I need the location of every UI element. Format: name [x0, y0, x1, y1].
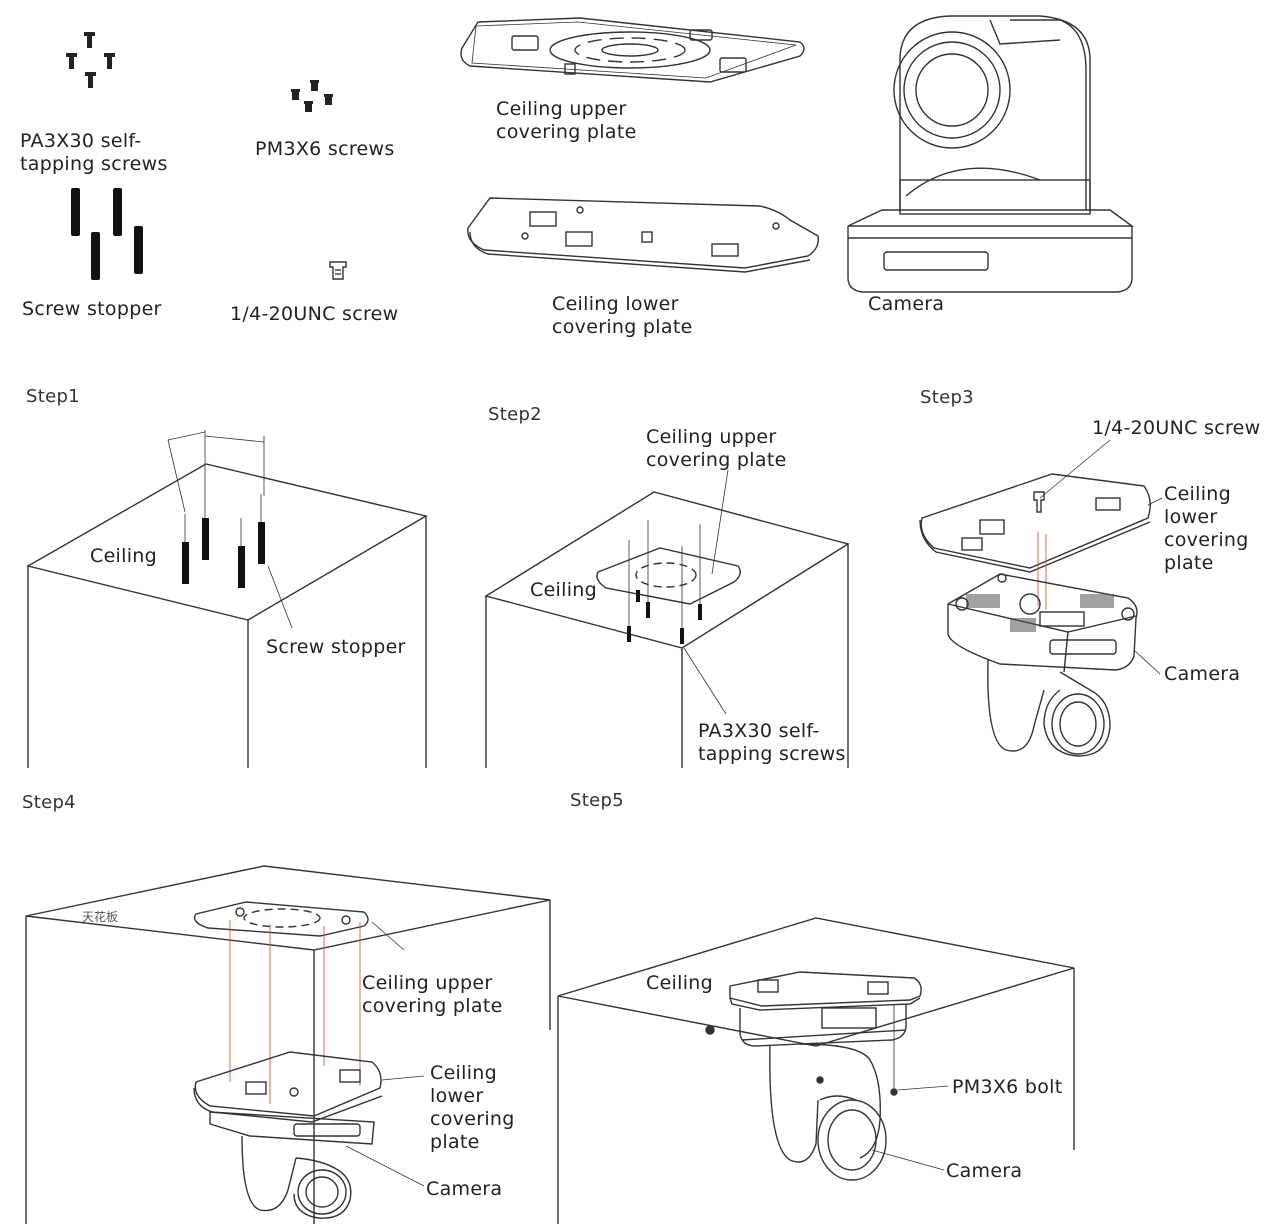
step3-unc-label: 1/4-20UNC screw — [1092, 417, 1261, 439]
step5-camera-label: Camera — [946, 1160, 1023, 1182]
camera-illustration — [847, 15, 1135, 293]
step3-title: Step3 — [920, 387, 974, 408]
label-pa3x30-screws: PA3X30 self- tapping screws — [20, 130, 168, 175]
unc-screw-illustration — [329, 261, 347, 280]
label-unc-screw: 1/4-20UNC screw — [230, 303, 399, 325]
step1-ceiling-label: Ceiling — [90, 545, 157, 567]
step2-title: Step2 — [488, 404, 542, 425]
step1-illustration — [26, 430, 428, 768]
step4-title: Step4 — [22, 792, 76, 813]
pm3x6-screws-illustration — [291, 80, 333, 112]
step5-bolt-label: PM3X6 bolt — [952, 1076, 1063, 1098]
step3-lower-plate-label: Ceiling lower covering plate — [1164, 483, 1249, 574]
step3-camera-label: Camera — [1164, 663, 1241, 685]
step1-title: Step1 — [26, 386, 80, 407]
label-lower-plate: Ceiling lower covering plate — [552, 293, 693, 338]
step4-ceiling-cn-label: 天花板 — [82, 910, 119, 924]
lower-plate-illustration — [467, 197, 819, 273]
step2-ceiling-label: Ceiling — [530, 579, 597, 601]
label-screw-stopper: Screw stopper — [22, 298, 162, 320]
step5-ceiling-label: Ceiling — [646, 972, 713, 994]
step4-camera-label: Camera — [426, 1178, 503, 1200]
upper-plate-illustration — [460, 17, 805, 83]
label-pm3x6-screws: PM3X6 screws — [255, 138, 395, 160]
step2-screws-label: PA3X30 self- tapping screws — [698, 720, 846, 765]
step4-lower-plate-label: Ceiling lower covering plate — [430, 1062, 515, 1153]
step4-illustration — [25, 865, 551, 1224]
step3-illustration — [919, 439, 1163, 757]
pa3x30-screws-illustration — [66, 32, 115, 88]
screw-stopper-illustration — [71, 188, 143, 280]
step5-illustration — [557, 917, 1075, 1224]
step2-illustration — [484, 469, 850, 768]
step2-upper-plate-label: Ceiling upper covering plate — [646, 426, 787, 471]
step4-upper-plate-label: Ceiling upper covering plate — [362, 972, 503, 1017]
step5-title: Step5 — [570, 790, 624, 811]
step1-stopper-label: Screw stopper — [266, 636, 406, 658]
label-upper-plate: Ceiling upper covering plate — [496, 98, 637, 143]
label-camera: Camera — [868, 293, 945, 315]
